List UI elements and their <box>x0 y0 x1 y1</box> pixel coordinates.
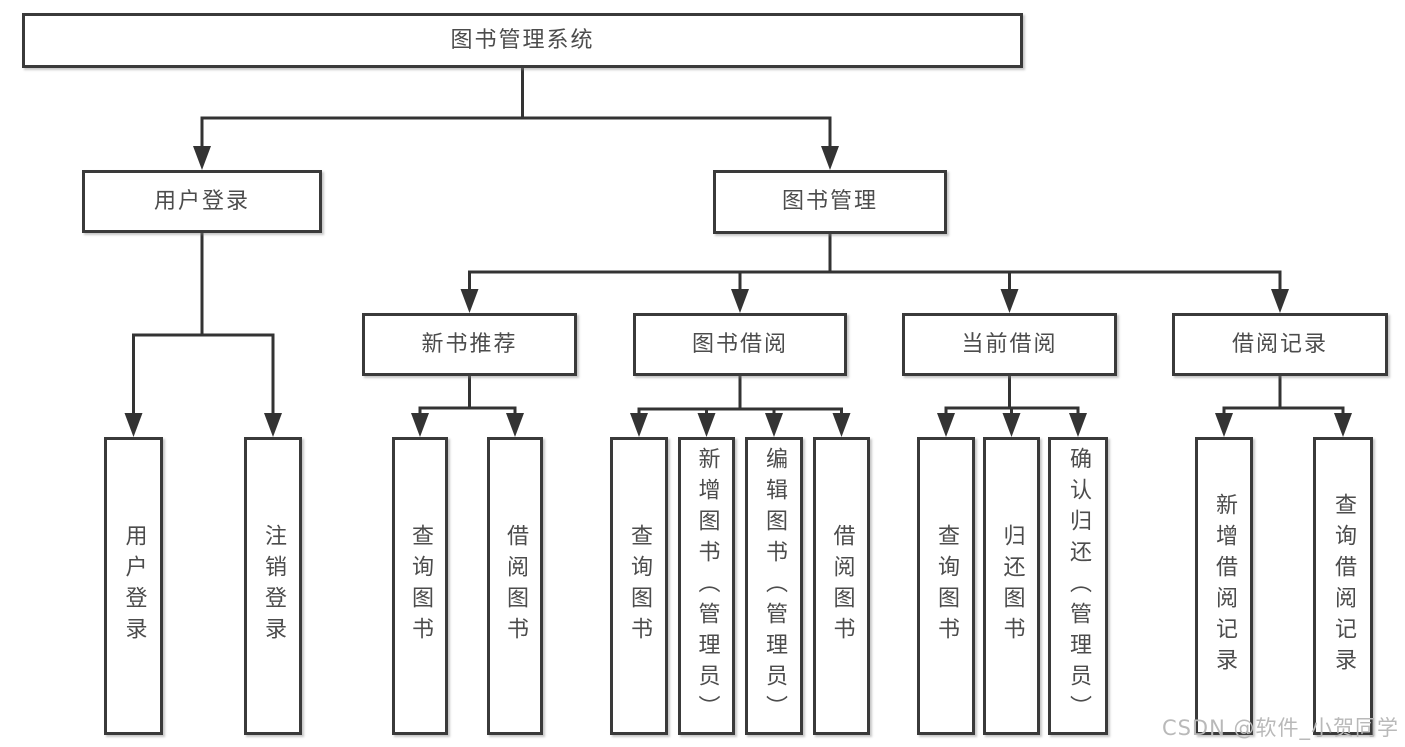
node-cb-confirm: 确认归还（管理员） <box>1048 437 1108 735</box>
node-nbr-query: 查询图书 <box>392 437 448 735</box>
node-bb-query: 查询图书 <box>610 437 668 735</box>
node-label-leaf-user-login: 用户登录 <box>121 524 147 648</box>
node-label-bb-borrow: 借阅图书 <box>829 524 855 648</box>
node-new-book-rec: 新书推荐 <box>362 313 577 376</box>
node-label-borrow-records: 借阅记录 <box>1231 331 1328 357</box>
node-borrow-records: 借阅记录 <box>1172 313 1388 376</box>
node-bb-add: 新增图书（管理员） <box>678 437 735 735</box>
node-label-br-add: 新增借阅记录 <box>1212 493 1237 679</box>
node-book-borrow: 图书借阅 <box>633 313 847 376</box>
node-cb-return: 归还图书 <box>983 437 1040 735</box>
node-label-book-borrow: 图书借阅 <box>691 331 788 357</box>
node-label-nbr-query: 查询图书 <box>408 524 433 648</box>
node-label-br-query: 查询借阅记录 <box>1331 493 1356 679</box>
node-bb-edit: 编辑图书（管理员） <box>745 437 803 735</box>
node-label-bb-add: 新增图书（管理员） <box>694 446 720 726</box>
node-label-cb-return: 归还图书 <box>999 524 1025 648</box>
node-root: 图书管理系统 <box>22 13 1023 68</box>
node-label-current-borrow: 当前借阅 <box>961 331 1058 357</box>
node-leaf-user-login: 用户登录 <box>104 437 163 735</box>
node-label-bb-edit: 编辑图书（管理员） <box>762 446 787 726</box>
watermark: CSDN @软件_小贺同学 <box>1161 716 1399 740</box>
node-user-login: 用户登录 <box>82 170 322 233</box>
node-label-nbr-borrow: 借阅图书 <box>503 524 528 648</box>
node-label-user-login: 用户登录 <box>153 188 250 214</box>
node-br-add: 新增借阅记录 <box>1195 437 1253 735</box>
node-label-bb-query: 查询图书 <box>627 524 652 648</box>
node-br-query: 查询借阅记录 <box>1313 437 1373 735</box>
node-bb-borrow: 借阅图书 <box>813 437 870 735</box>
node-nbr-borrow: 借阅图书 <box>487 437 543 735</box>
node-label-book-mgmt: 图书管理 <box>781 189 878 215</box>
node-leaf-logout: 注销登录 <box>244 437 302 735</box>
node-label-cb-query: 查询图书 <box>934 524 959 648</box>
node-label-root: 图书管理系统 <box>450 27 595 53</box>
node-label-leaf-logout: 注销登录 <box>261 524 286 648</box>
node-label-new-book-rec: 新书推荐 <box>421 331 518 357</box>
node-current-borrow: 当前借阅 <box>902 313 1117 376</box>
node-book-mgmt: 图书管理 <box>713 170 947 234</box>
node-label-cb-confirm: 确认归还（管理员） <box>1066 446 1091 726</box>
node-cb-query: 查询图书 <box>917 437 975 735</box>
